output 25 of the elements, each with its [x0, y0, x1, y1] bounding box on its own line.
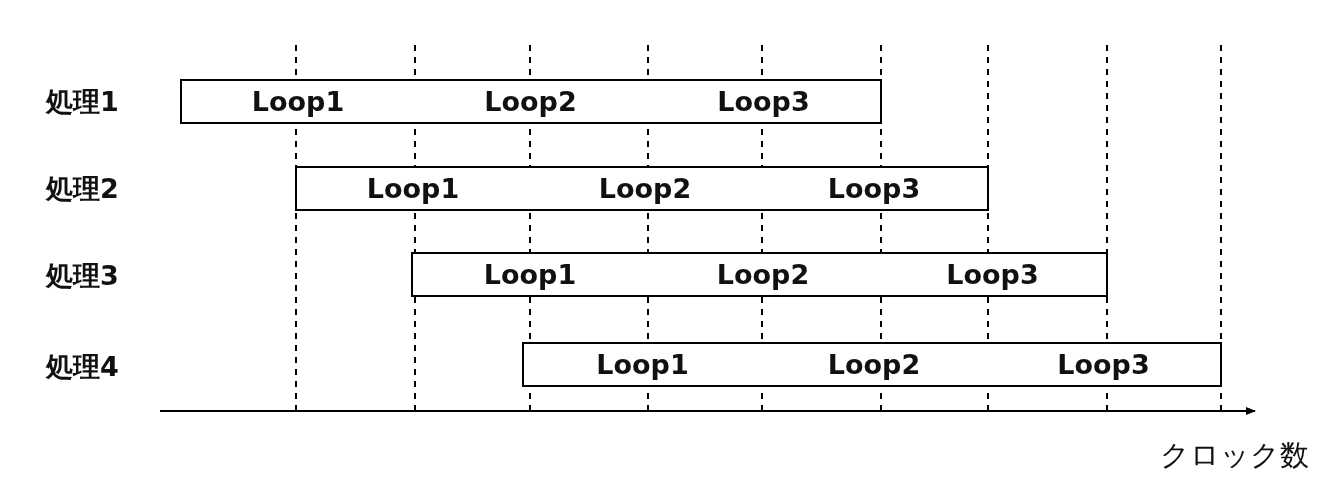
loop-label: Loop1 [366, 173, 460, 204]
loop-box [411, 252, 649, 297]
loop-box [522, 342, 763, 387]
loop-label: Loop3 [717, 86, 810, 117]
loop-box [987, 342, 1222, 387]
process-label: 処理1 [46, 85, 119, 119]
loop-label: Loop2 [716, 259, 810, 290]
process-label: 処理3 [46, 259, 119, 293]
axis-label: クロック数 [1160, 437, 1309, 474]
loop-box [647, 79, 882, 124]
process-label: 処理4 [46, 350, 119, 384]
loop-label: Loop2 [827, 349, 921, 380]
loop-label: Loop1 [596, 349, 689, 380]
loop-box [180, 79, 416, 124]
process-label: 処理2 [46, 172, 119, 206]
loop-label: Loop3 [946, 259, 1039, 290]
loop-label: Loop2 [484, 86, 577, 117]
loop-label: Loop1 [483, 259, 577, 290]
loop-label: Loop3 [827, 173, 921, 204]
loop-box [295, 166, 531, 211]
loop-label: Loop3 [1057, 349, 1150, 380]
loop-box [761, 166, 989, 211]
loop-box [879, 252, 1108, 297]
loop-label: Loop2 [598, 173, 692, 204]
loop-label: Loop1 [251, 86, 345, 117]
